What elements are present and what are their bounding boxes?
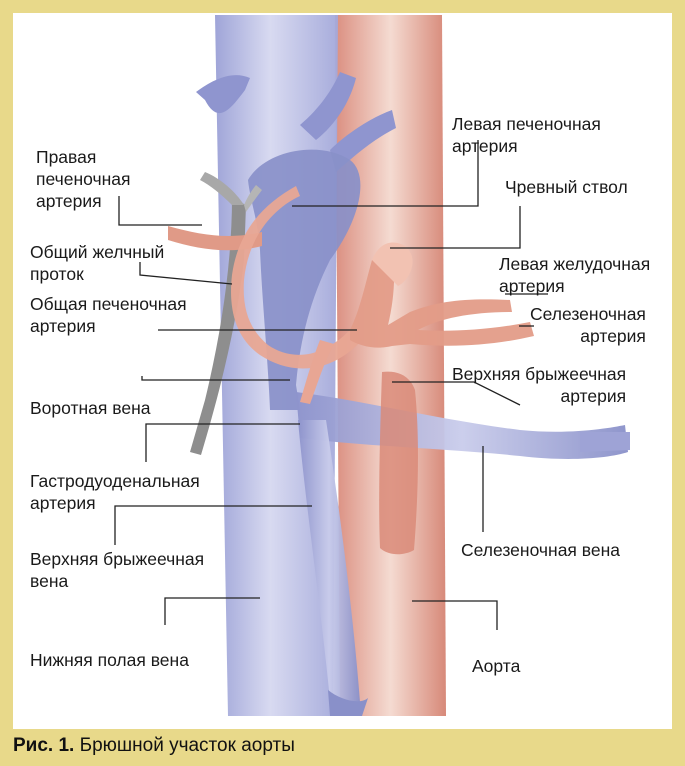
label-inferior-vena-cava: Нижняя полая вена (30, 649, 189, 671)
caption-text: Брюшной участок аорты (80, 735, 295, 756)
label-common-bile-duct: Общий желчный проток (30, 241, 164, 285)
label-left-gastric-artery: Левая желудочная артерия (499, 253, 650, 297)
label-celiac-trunk: Чревный ствол (505, 176, 628, 198)
label-splenic-vein: Селезеночная вена (461, 539, 620, 561)
label-common-hepatic-artery: Общая печеночная артерия (30, 293, 187, 337)
label-superior-mesenteric-artery: Верхняя брыжеечная артерия (452, 363, 626, 407)
label-gastroduodenal-artery: Гастродуоденальная артерия (30, 470, 200, 514)
label-aorta: Аорта (472, 655, 520, 677)
leader-right-hepatic-artery (119, 196, 202, 225)
label-left-hepatic-artery: Левая печеночная артерия (452, 113, 601, 157)
caption-prefix: Рис. 1. (13, 735, 74, 756)
label-superior-mesenteric-vein: Верхняя брыжеечная вена (30, 548, 204, 592)
label-splenic-artery: Селезеночная артерия (530, 303, 646, 347)
label-right-hepatic-artery: Правая печеночная артерия (36, 146, 130, 212)
superior-mesenteric-artery-vessel (379, 372, 418, 555)
label-portal-vein: Воротная вена (30, 397, 150, 419)
figure-caption: Рис. 1. Брюшной участок аорты (13, 735, 295, 757)
